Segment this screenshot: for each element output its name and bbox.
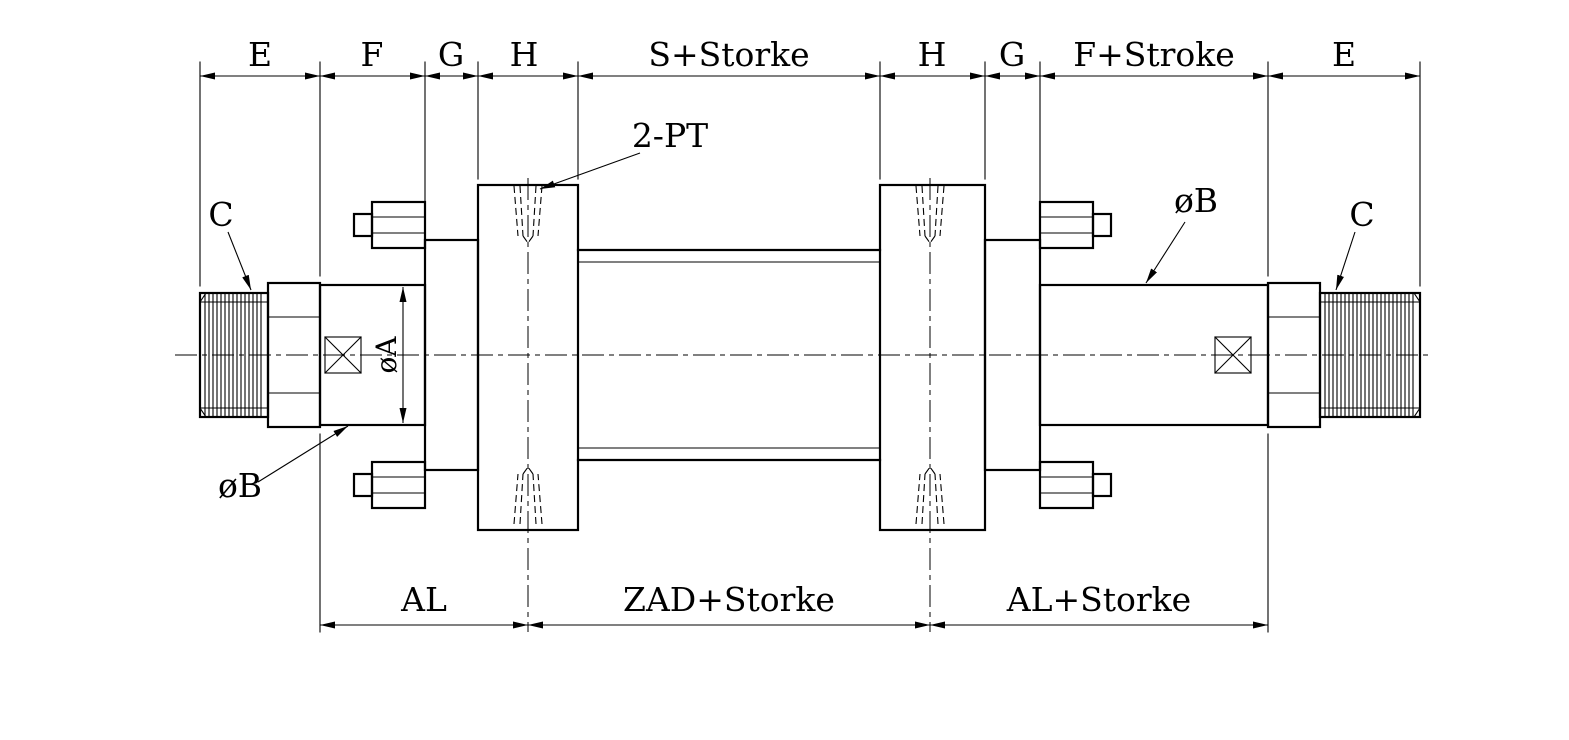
callout-ob-left-label: øB bbox=[218, 466, 262, 505]
right-rod-assembly bbox=[1038, 281, 1422, 429]
dim-label-e-right: E bbox=[1332, 35, 1356, 74]
bottom-dimension-chain: AL ZAD+Storke AL+Storke bbox=[319, 433, 1269, 633]
right-threaded-stud bbox=[1318, 291, 1422, 419]
left-stud-threads bbox=[204, 293, 262, 417]
callout-oa-label: øA bbox=[370, 336, 403, 374]
callouts: C øB øA 2-PT øB C bbox=[208, 116, 1374, 505]
callout-port-label: 2-PT bbox=[632, 116, 708, 155]
callout-c-right-label: C bbox=[1349, 195, 1374, 234]
dim-label-al: AL bbox=[400, 580, 447, 619]
right-tie-rod-nuts bbox=[1038, 200, 1113, 510]
right-port-hidden-lines bbox=[915, 185, 945, 525]
dim-label-f-left: F bbox=[361, 35, 384, 74]
left-rod-assembly bbox=[198, 281, 427, 429]
dim-label-e-left: E bbox=[248, 35, 272, 74]
dim-label-s-stroke: S+Storke bbox=[648, 35, 809, 74]
callout-ob-right-label: øB bbox=[1174, 181, 1218, 220]
left-port-hidden-lines bbox=[513, 185, 543, 525]
callout-ob-left-leader bbox=[257, 425, 349, 483]
right-wrench-flat-symbol bbox=[1214, 336, 1252, 374]
callout-c-left-label: C bbox=[208, 195, 233, 234]
callout-port-leader bbox=[539, 152, 641, 190]
dim-label-h-right: H bbox=[918, 35, 947, 74]
dim-label-h-left: H bbox=[510, 35, 539, 74]
callout-c-left-leader bbox=[227, 231, 252, 291]
dim-label-f-stroke: F+Stroke bbox=[1073, 35, 1235, 74]
dim-label-zad-stroke: ZAD+Storke bbox=[623, 580, 835, 619]
dim-label-g-left: G bbox=[438, 35, 464, 74]
cylinder-body bbox=[352, 183, 1113, 532]
left-head-block bbox=[476, 183, 580, 532]
right-head-block bbox=[878, 183, 987, 532]
callout-ob-right-leader bbox=[1145, 221, 1186, 284]
left-tie-rod-nuts bbox=[352, 200, 427, 510]
dim-label-g-right: G bbox=[999, 35, 1025, 74]
right-stud-threads bbox=[1324, 293, 1414, 417]
callout-c-right-leader bbox=[1335, 231, 1356, 291]
centerlines bbox=[175, 178, 1432, 632]
left-wrench-flat-symbol bbox=[324, 336, 362, 374]
dim-label-al-stroke: AL+Storke bbox=[1006, 580, 1191, 619]
